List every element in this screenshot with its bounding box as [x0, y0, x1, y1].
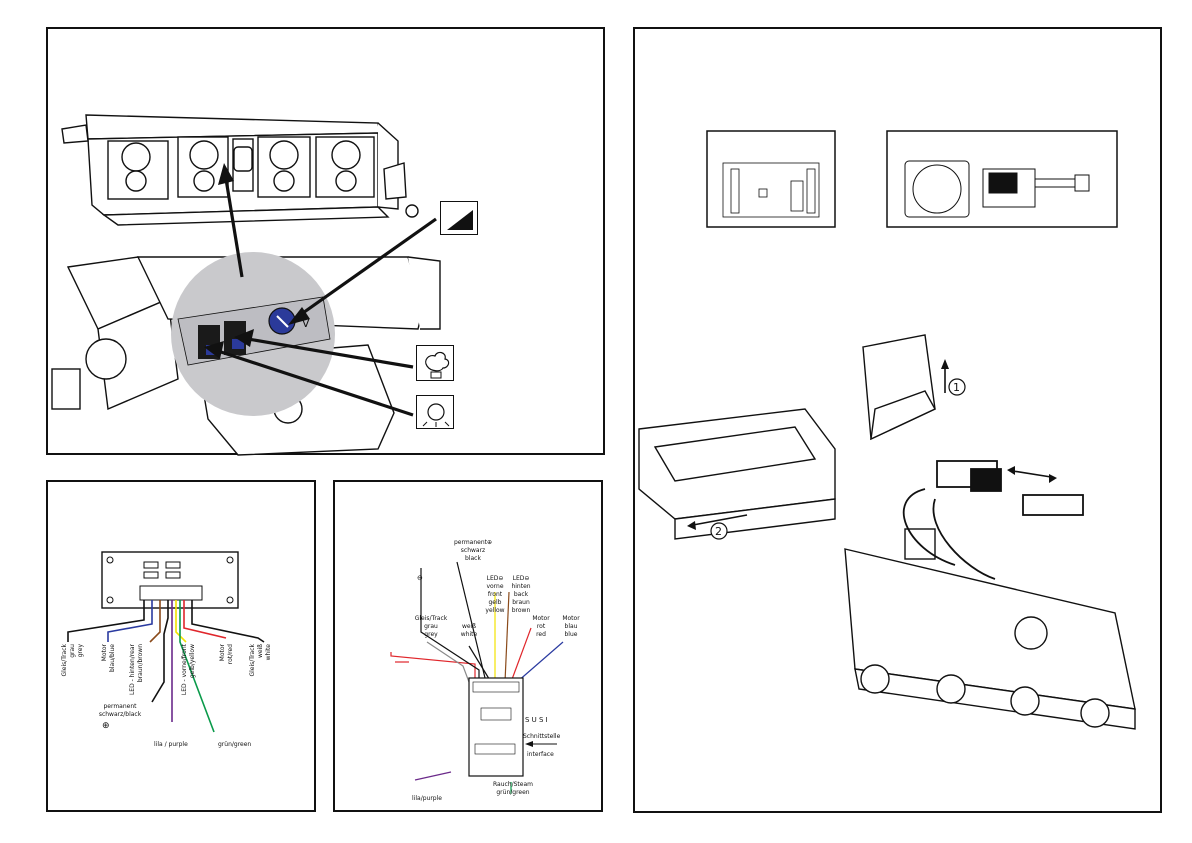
led-front-label-5: yellow	[485, 607, 504, 614]
decoder-board	[722, 162, 820, 218]
steam-label-2: grün/green	[496, 789, 529, 796]
led-front-label-2: vorne	[486, 583, 503, 590]
susi-wiring-drawing: ⊖ permanent⊕ schwarz black LED⊖ vorne fr…	[390, 539, 580, 802]
led-rear-label-5: brown	[512, 607, 531, 614]
motor-red-label-1: Motor	[219, 643, 226, 661]
panel-wiring-decoder: Gleis/Track grau grey Motor blau/blue LE…	[46, 480, 316, 812]
left-wire-labels: Gleis/Track grau grey Motor blau/blue LE…	[61, 643, 144, 695]
wiring-drawing: Gleis/Track grau grey Motor blau/blue LE…	[61, 551, 272, 748]
step-1-badge	[948, 378, 966, 396]
installation-drawing: 1 2	[638, 130, 1136, 730]
right-wire-labels: LED - vorne/front gelb/yellow Motor rot/…	[181, 643, 272, 695]
susi-wires	[390, 561, 564, 794]
led-rear-label-2: hinten	[511, 583, 530, 590]
terminal-block	[139, 585, 203, 601]
motor-red-label-2: rot/red	[227, 644, 234, 664]
track-white-label-1: Gleis/Track	[249, 643, 256, 676]
step-2-label: 2	[715, 525, 722, 538]
panel-wiring-susi: ⊖ permanent⊕ schwarz black LED⊖ vorne fr…	[333, 480, 603, 812]
track-white-label-2: weiß	[257, 644, 264, 658]
track-grey-label-3: grey	[77, 644, 84, 658]
motor-red-label-3: red	[536, 631, 546, 638]
tender-body	[638, 408, 836, 540]
schnittstelle-label: Schnittstelle	[523, 733, 561, 740]
chassis-drawing: V	[51, 114, 441, 456]
led-rear-label-2: braun/brown	[137, 644, 144, 682]
permanent-label-1: permanent	[103, 703, 137, 710]
led-front-label-3: front	[488, 591, 503, 598]
susi-decoder	[468, 677, 524, 777]
plus-symbol: ⊕	[102, 721, 110, 731]
smoke-icon	[416, 345, 454, 381]
purple-label: lila/purple	[412, 795, 442, 802]
track-grey-label-2: grau	[69, 644, 76, 658]
decoder-wiring	[902, 460, 1084, 580]
motor-blue-label-1: Motor	[562, 615, 580, 622]
panel-chassis-detail: V	[46, 27, 605, 456]
led-rear-label-3: back	[514, 591, 529, 598]
volume-icon	[440, 201, 478, 235]
track-white-label-3: white	[265, 644, 272, 661]
tender-chassis	[844, 528, 1136, 730]
steam-label-1: Rauch/Steam	[493, 781, 533, 788]
schwarz-label: schwarz	[461, 547, 485, 554]
permanent-label-2: schwarz/black	[99, 711, 142, 718]
led-front-label-2: gelb/yellow	[189, 644, 196, 678]
step-arrows	[687, 359, 1057, 530]
green-label: grün/green	[218, 741, 251, 748]
motor-blue-label-2: blau	[565, 623, 578, 630]
panel-decoder-installation: 1 2	[633, 27, 1162, 813]
led-front-label-4: gelb	[489, 599, 502, 606]
track-grey-label-3: grey	[424, 631, 438, 638]
interface-label: interface	[527, 751, 554, 758]
chassis-bottom-view	[61, 114, 419, 226]
motor-red-label-2: rot	[537, 623, 546, 630]
led-rear-label-1: LED⊖	[513, 575, 530, 582]
track-white-label-2: white	[461, 631, 478, 638]
susi-label: S U S I	[525, 716, 548, 724]
step-2-badge	[710, 522, 728, 540]
permanent-label: permanent⊕	[454, 539, 492, 546]
led-rear-label-4: braun	[512, 599, 530, 606]
potentiometer-label: V	[302, 317, 310, 330]
led-front-label-1: LED - vorne/front	[181, 643, 188, 695]
tender-cover	[862, 334, 936, 441]
sound-board	[904, 160, 1090, 218]
motor-blue-label-2: blau/blue	[109, 644, 116, 672]
motor-blue-label-1: Motor	[101, 643, 108, 661]
light-icon	[416, 395, 454, 429]
motor-red-label-1: Motor	[532, 615, 550, 622]
purple-label: lila / purple	[154, 741, 188, 748]
track-grey-label-1: Gleis/Track	[61, 643, 68, 676]
black-label: black	[465, 555, 481, 562]
track-white-label-1: weiß	[462, 623, 476, 630]
wires	[67, 600, 265, 733]
led-rear-label-1: LED - hinten/rear	[129, 643, 136, 695]
minus-symbol: ⊖	[417, 574, 423, 582]
track-grey-label-2: grau	[424, 623, 438, 630]
motor-blue-label-3: blue	[565, 631, 578, 638]
led-front-label-1: LED⊖	[487, 575, 504, 582]
step-1-label: 1	[953, 381, 960, 394]
track-grey-label-1: Gleis/Track	[415, 615, 448, 622]
arrows	[204, 163, 437, 417]
